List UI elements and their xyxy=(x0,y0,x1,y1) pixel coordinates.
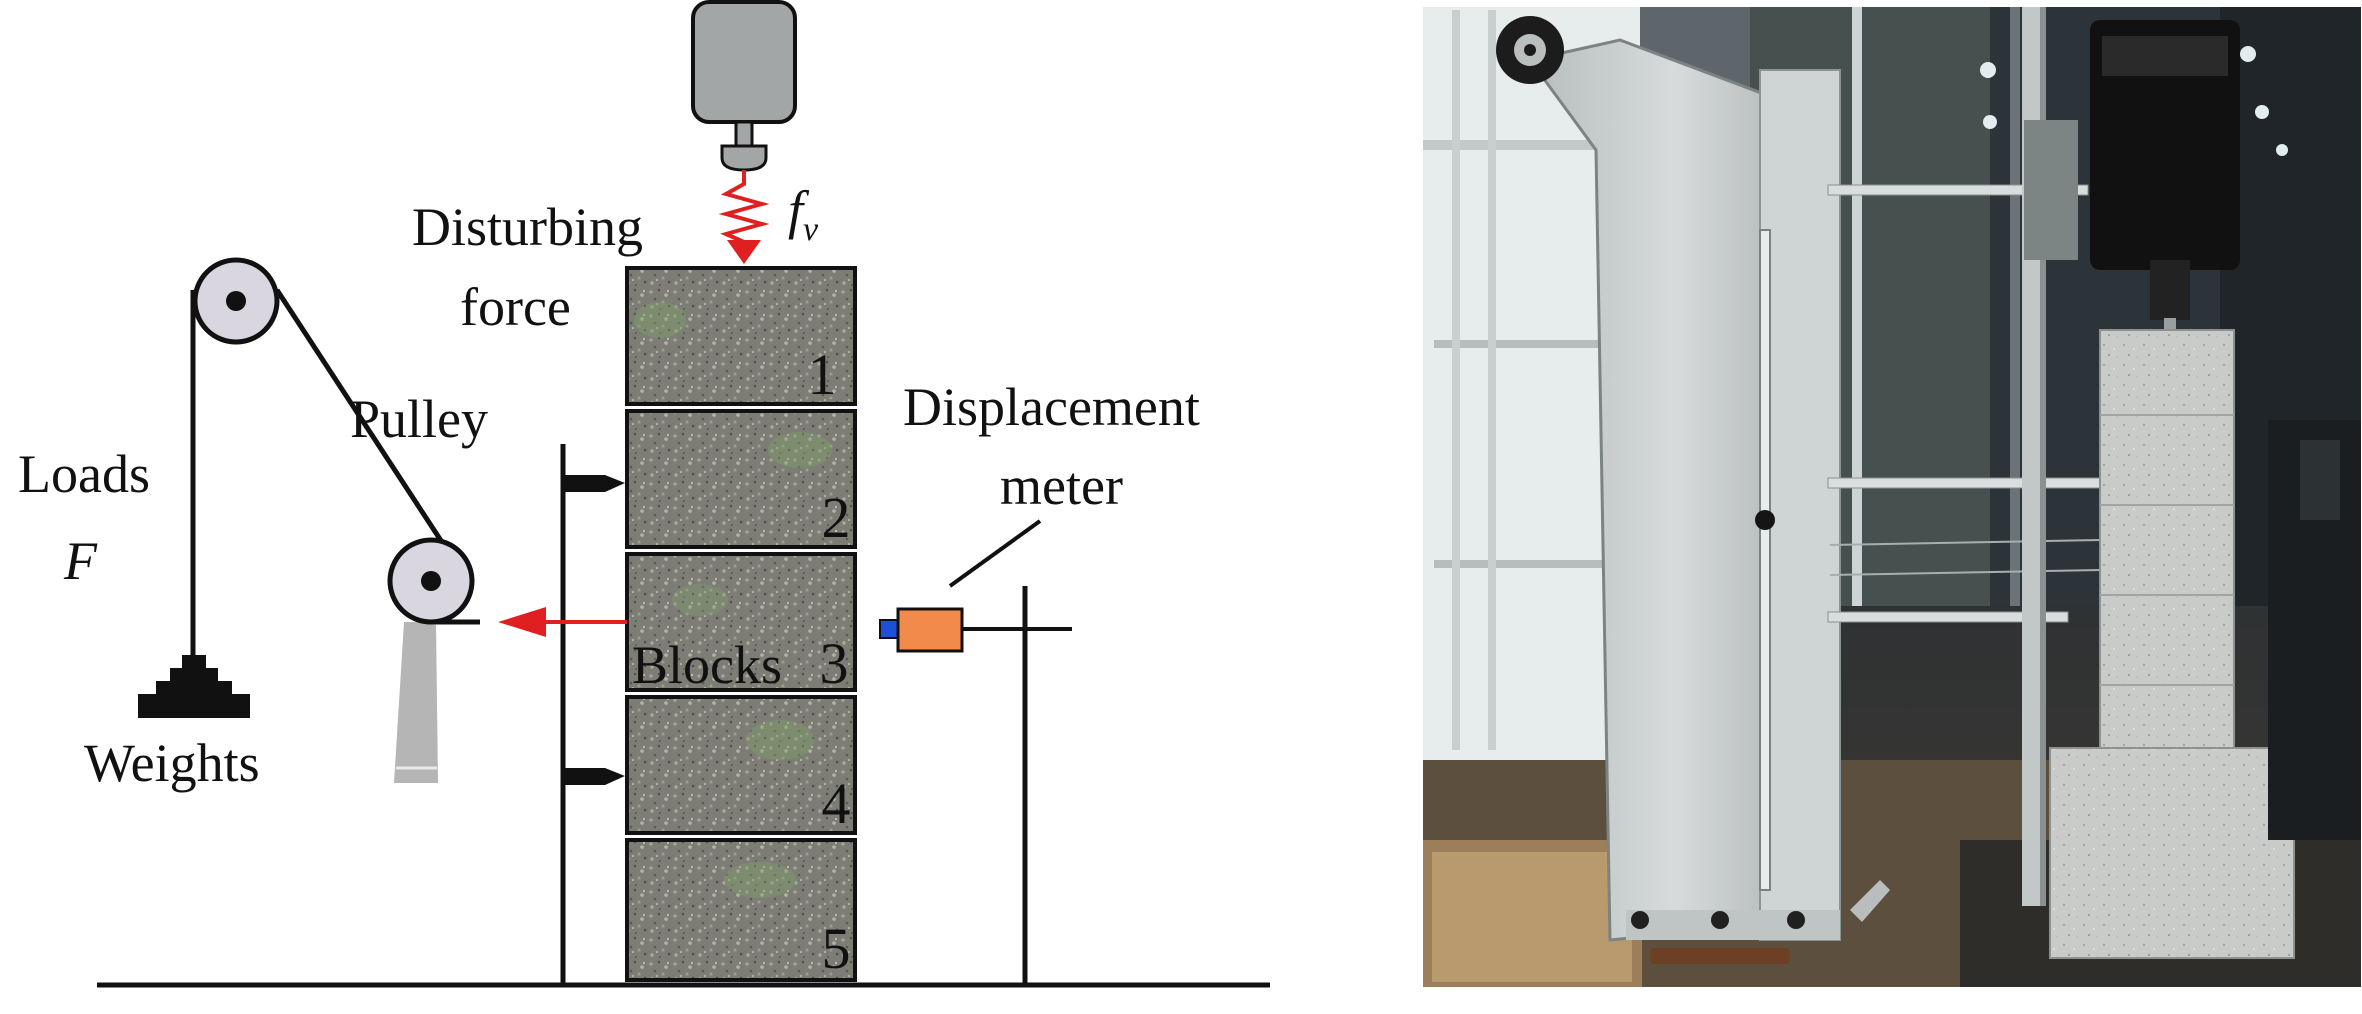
disturbing-force-label-line1: Disturbing xyxy=(412,197,643,257)
block-number-1: 1 xyxy=(808,342,837,407)
meter-leader-line xyxy=(948,519,1042,588)
photo-block-column xyxy=(2099,329,2235,761)
rope-diagonal xyxy=(274,288,473,587)
upper-pulley-hub xyxy=(226,291,246,311)
block-5 xyxy=(625,838,857,982)
fv-symbol: fv xyxy=(788,180,819,248)
block-2 xyxy=(625,409,857,549)
blocks-label: Blocks xyxy=(632,635,782,695)
actuator-body xyxy=(691,0,797,124)
disturbing-spring xyxy=(718,170,770,244)
displacement-meter-label-line2: meter xyxy=(1000,456,1123,516)
actuator-tip xyxy=(720,144,768,172)
weights-label: Weights xyxy=(84,733,260,793)
actuator xyxy=(691,0,797,264)
lower-pulley-support xyxy=(394,622,438,783)
blocks-stack: 1 2 3 4 5 xyxy=(625,266,857,982)
block-number-3: 3 xyxy=(820,631,849,696)
displacement-meter xyxy=(879,519,1042,653)
block-1 xyxy=(625,266,857,406)
disturbing-force-label-line2: force xyxy=(460,277,571,337)
block-number-4: 4 xyxy=(822,771,851,836)
actuator-neck xyxy=(734,120,754,148)
load-arrow-head xyxy=(498,607,546,637)
meter-body xyxy=(896,607,964,653)
loads-label: Loads xyxy=(18,444,150,504)
lower-pulley-hub xyxy=(421,571,441,591)
photo-base-block xyxy=(2049,747,2295,959)
experiment-photo xyxy=(1422,6,2362,988)
block-4 xyxy=(625,695,857,835)
clamp-lower xyxy=(565,768,625,785)
pulley-label: Pulley xyxy=(350,389,488,449)
block-3 xyxy=(625,552,857,692)
displacement-meter-label-line1: Displacement xyxy=(903,377,1200,437)
weights-stack xyxy=(138,655,250,718)
force-symbol-label: F xyxy=(63,531,98,591)
pulley-system xyxy=(190,257,480,783)
schematic-diagram: 1 2 3 4 5 Blocks Disturbing force fv xyxy=(18,0,1270,988)
disturbing-force-arrow xyxy=(727,240,761,264)
block-number-2: 2 xyxy=(822,485,851,550)
block-number-5: 5 xyxy=(822,916,851,981)
meter-tip xyxy=(879,619,899,639)
clamp-upper xyxy=(565,475,625,492)
